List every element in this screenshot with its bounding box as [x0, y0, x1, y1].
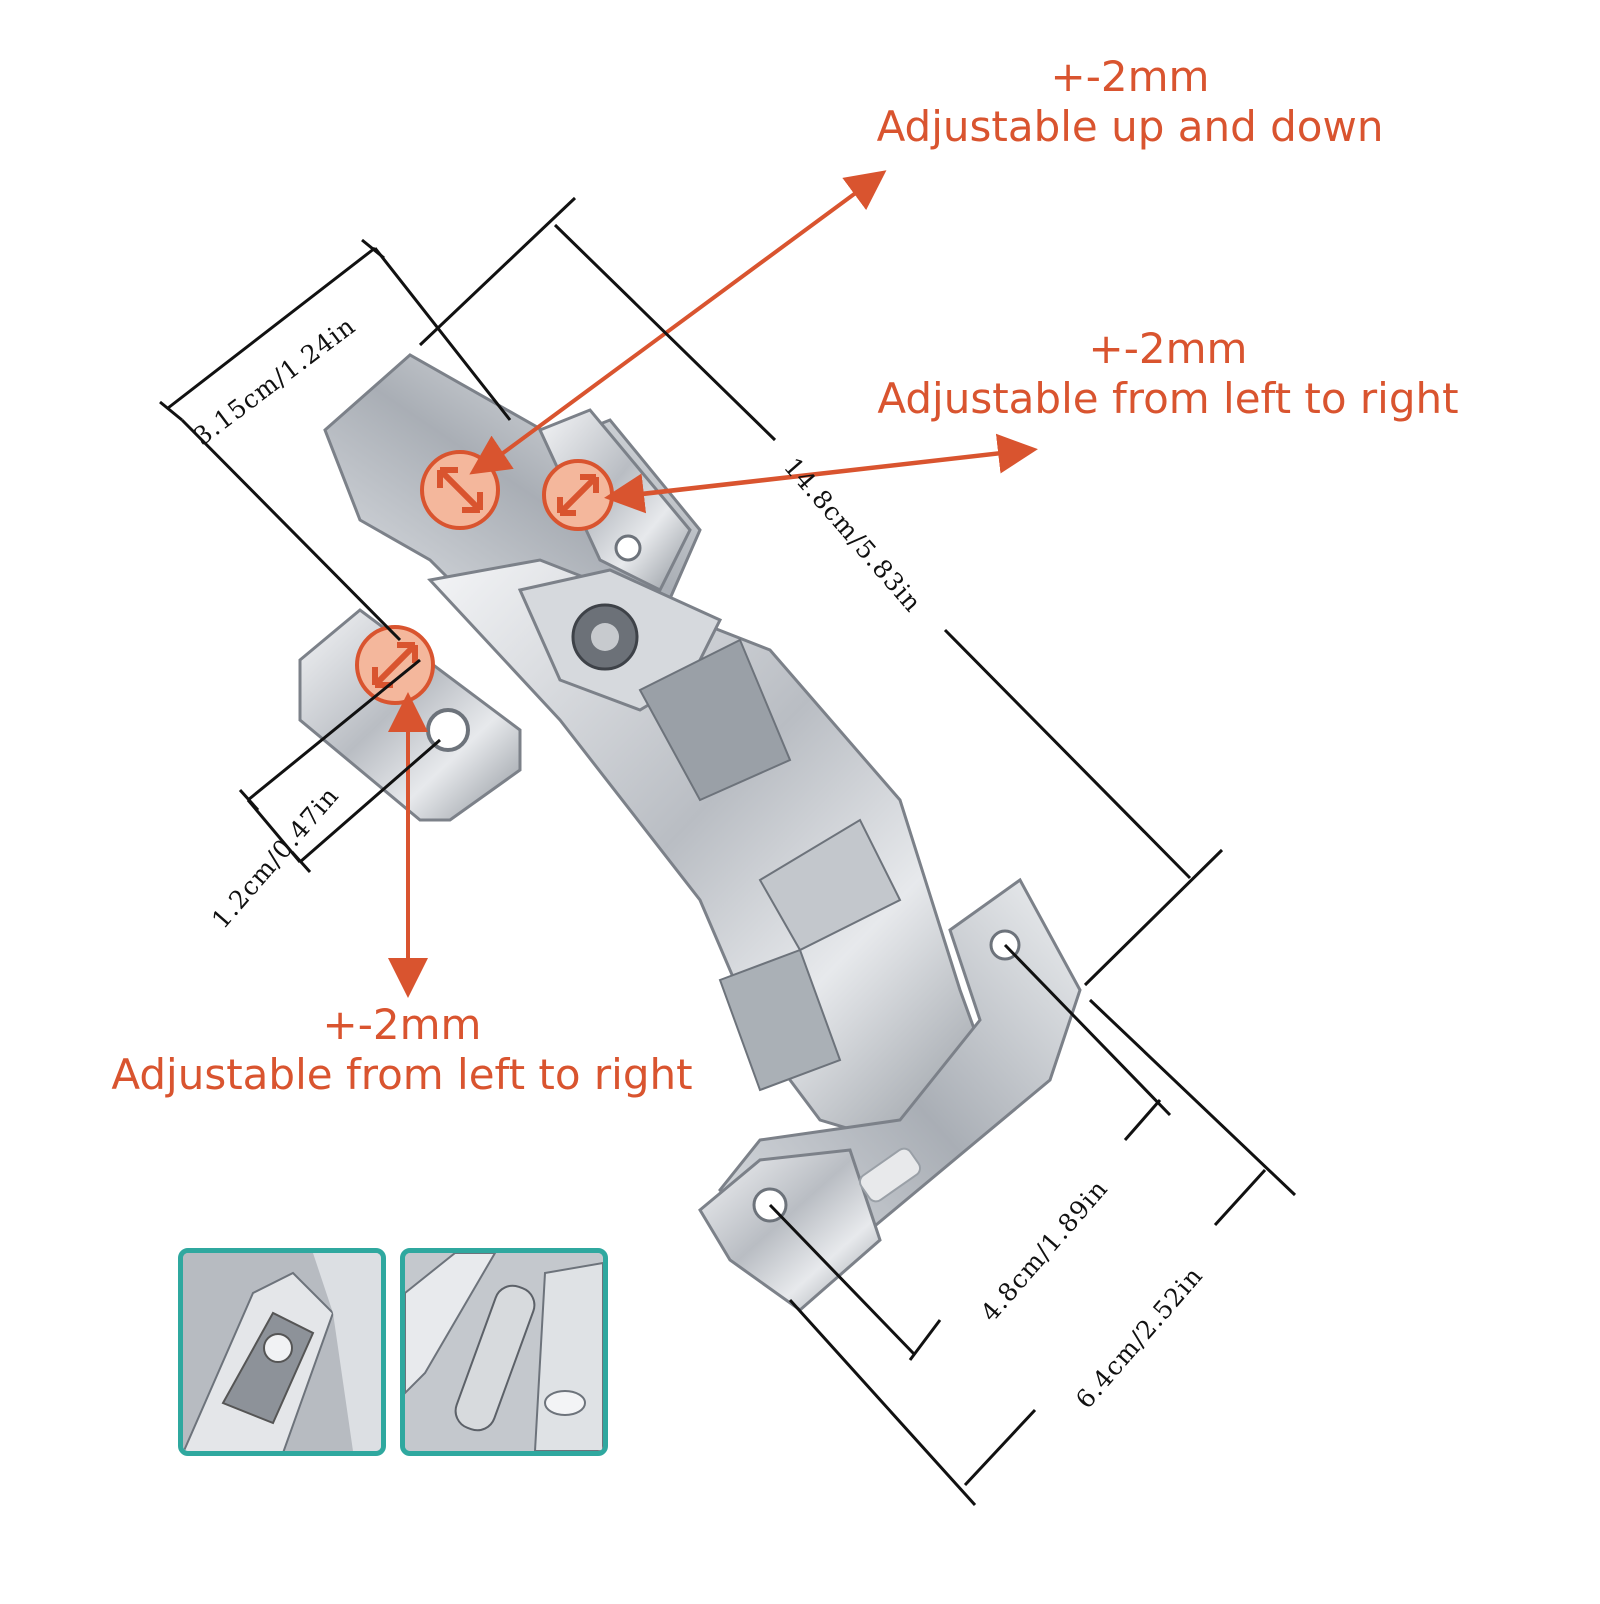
- callout-up-down-amount: +-2mm: [1050, 52, 1210, 101]
- screw-left-right-icon: [542, 459, 614, 531]
- arrow-up-down: [478, 170, 887, 472]
- callout-left-right-top: +-2mm Adjustable from left to right: [858, 324, 1478, 423]
- callout-left-right-bottom: +-2mm Adjustable from left to right: [92, 1000, 712, 1099]
- mechanism-detail-image: [183, 1253, 381, 1451]
- screw-depth-icon: [355, 625, 435, 705]
- detail-inset-damper: [400, 1248, 608, 1456]
- callout-up-down-text: Adjustable up and down: [876, 101, 1384, 151]
- damper-detail-image: [405, 1253, 603, 1451]
- callout-left-right-bottom-text: Adjustable from left to right: [111, 1049, 693, 1099]
- callout-up-down: +-2mm Adjustable up and down: [860, 52, 1400, 151]
- dimension-lines: [159, 196, 1297, 1507]
- callout-left-right-bottom-amount: +-2mm: [322, 1000, 482, 1049]
- callout-left-right-top-text: Adjustable from left to right: [877, 373, 1459, 423]
- detail-inset-mechanism: [178, 1248, 386, 1456]
- callout-left-right-top-amount: +-2mm: [1088, 324, 1248, 373]
- callout-arrows: [388, 170, 1038, 998]
